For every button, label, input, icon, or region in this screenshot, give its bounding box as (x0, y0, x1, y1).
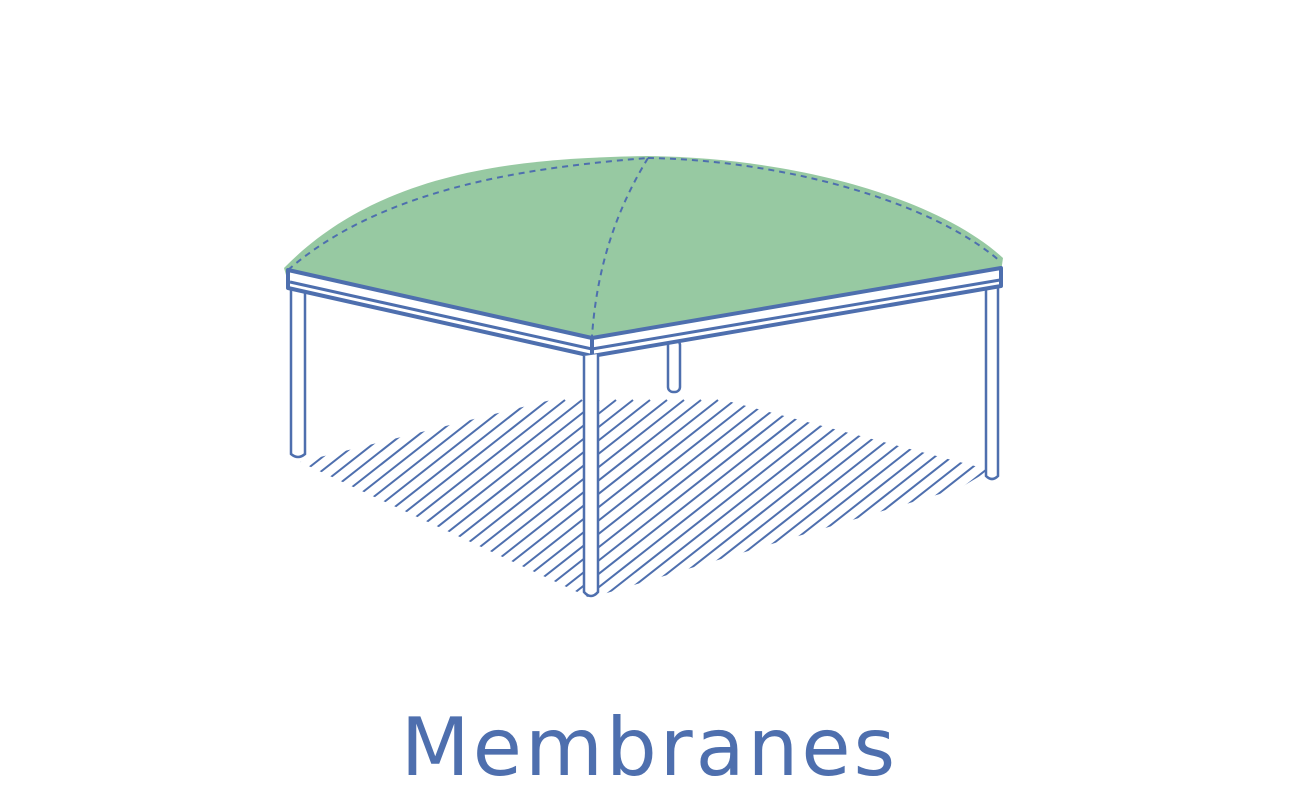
shadow-hatch-line (1203, 400, 1299, 620)
shadow-hatch-line (0, 400, 259, 620)
shadow-hatch-line (811, 399, 990, 598)
shadow-hatch-line (999, 400, 1279, 620)
shadow-hatch-line (981, 399, 990, 598)
shadow-hatch-line (420, 399, 702, 598)
shadow-hatch-line (300, 399, 379, 598)
shadow-hatch-line (369, 399, 651, 598)
ground-shadow-hatching (0, 399, 1299, 620)
shadow-hatch-line (403, 399, 685, 598)
shadow-hatch-line (1135, 400, 1299, 620)
shadow-hatch-line (658, 399, 940, 598)
shadow-hatch-line (1101, 400, 1299, 620)
shadow-hatch-line (556, 399, 838, 598)
shadow-hatch-line (913, 399, 990, 598)
shadow-hatch-line (743, 399, 990, 598)
shadow-hatch-line (964, 399, 990, 598)
shadow-hatch-line (879, 399, 990, 598)
shadow-hatch-line (488, 399, 770, 598)
shadow-hatch-line (300, 399, 464, 598)
shadow-hatch-line (300, 399, 481, 598)
shadow-hatch-line (301, 399, 583, 598)
shadow-hatch-line (0, 400, 89, 620)
shadow-hatch-line (300, 399, 515, 598)
shadow-hatch-line (0, 400, 174, 620)
shadow-hatch-line (335, 399, 617, 598)
shadow-hatch-line (0, 400, 106, 620)
shadow-hatch-line (794, 399, 990, 598)
left-post (289, 282, 307, 459)
shadow-hatch-line (0, 400, 55, 620)
shadow-hatch-line (641, 399, 923, 598)
shadow-hatch-line (505, 399, 787, 598)
shadow-hatch-line (0, 400, 191, 620)
shadow-hatch-line (0, 400, 140, 620)
shadow-hatch-line (726, 399, 990, 598)
shadow-hatch-line (300, 399, 311, 598)
shadow-hatch-line (0, 400, 225, 620)
shadow-hatch-line (709, 399, 990, 598)
back-post (666, 338, 682, 394)
caption-title: Membranes (400, 701, 899, 794)
shadow-hatch-line (1186, 400, 1299, 620)
shadow-hatch-line (896, 399, 990, 598)
canopy-membrane (284, 156, 1003, 342)
shadow-hatch-line (1118, 400, 1299, 620)
shadow-hatch-line (539, 399, 821, 598)
shadow-hatch-line (300, 399, 328, 598)
shadow-hatch-line (471, 399, 753, 598)
shadow-hatch-line (300, 399, 396, 598)
shadow-hatch-line (1050, 400, 1299, 620)
shadow-hatch-line (607, 399, 889, 598)
canopy-seams (287, 157, 1002, 337)
shadow-hatch-line (0, 400, 21, 620)
shadow-hatch-line (13, 400, 293, 620)
shadow-hatch-line (386, 399, 668, 598)
shadow-hatch-line (862, 399, 990, 598)
shadow-hatch-line (777, 399, 990, 598)
shadow-hatch-line (692, 399, 974, 598)
shadow-hatch-line (300, 399, 549, 598)
shadow-hatch-line (300, 399, 430, 598)
shadow-hatch-line (300, 399, 413, 598)
shadow-hatch-line (300, 399, 498, 598)
shadow-hatch-line (573, 399, 855, 598)
shadow-hatch-line (0, 400, 276, 620)
shadow-hatch-line (1016, 400, 1296, 620)
shadow-hatch-line (522, 399, 804, 598)
shadow-hatch-line (0, 400, 208, 620)
shadow-hatch-line (0, 400, 72, 620)
shadow-hatch-line (675, 399, 957, 598)
shadow-hatch-line (1084, 400, 1299, 620)
shadow-hatch-line (624, 399, 906, 598)
shadow-hatch-line (300, 399, 566, 598)
shadow-hatch-line (0, 400, 157, 620)
shadow-hatch-line (318, 399, 600, 598)
shadow-hatch-line (1169, 400, 1299, 620)
shadow-hatch-line (590, 399, 872, 598)
shadow-hatch-line (0, 400, 123, 620)
shadow-hatch-line (930, 399, 990, 598)
right-post (984, 282, 1000, 481)
shadow-hatch-line (0, 400, 242, 620)
shadow-hatch-line (1033, 400, 1299, 620)
frame-beam-lines (289, 278, 1001, 351)
shadow-hatch-line (828, 399, 990, 598)
shadow-hatch-line (1152, 400, 1299, 620)
shadow-hatch-line (300, 399, 362, 598)
shadow-hatch-line (437, 399, 719, 598)
front-post (582, 354, 600, 598)
shadow-hatch-line (0, 400, 38, 620)
shadow-hatch-line (0, 400, 4, 620)
shadow-hatch-line (1067, 400, 1299, 620)
